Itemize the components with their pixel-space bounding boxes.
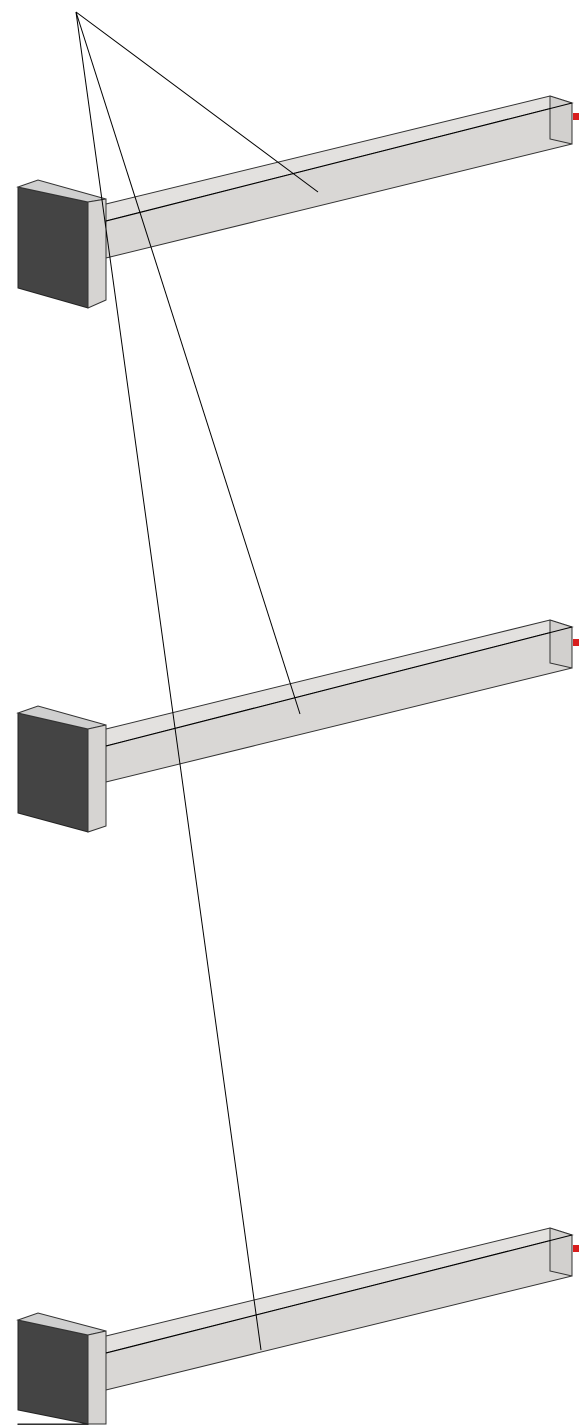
- leader-lines: [75, 11, 319, 1351]
- leader-line-arm-1: [75, 11, 319, 193]
- beam: [105, 95, 574, 259]
- beam-side-face: [105, 102, 573, 259]
- beam-end-face: [549, 619, 573, 669]
- arm-2: [16, 619, 579, 833]
- beam-edge-line: [105, 626, 573, 747]
- plate-side-face: [87, 198, 107, 309]
- beam-side-face: [105, 626, 573, 783]
- arm-3: [16, 1227, 579, 1425]
- beam: [105, 619, 574, 783]
- end-marker: [573, 639, 579, 646]
- beam-end-face: [549, 95, 573, 145]
- beam-edge-line: [105, 1234, 573, 1354]
- plate-front-face: [17, 186, 89, 309]
- leader-line-arm-2: [75, 11, 301, 715]
- mounting-plate: [16, 705, 107, 833]
- end-marker: [573, 1245, 579, 1252]
- plate-front-face-visible: [17, 1319, 89, 1425]
- plate-side-face: [87, 1330, 107, 1425]
- beam-edge-line: [105, 102, 573, 222]
- beam-end-face: [549, 1227, 573, 1277]
- beam-side-face: [105, 1234, 573, 1391]
- mounting-plate: [16, 1312, 107, 1425]
- end-marker: [573, 113, 579, 120]
- plate-side-face: [87, 724, 107, 833]
- arm-1: [16, 95, 579, 309]
- beam: [105, 1227, 574, 1391]
- plate-front-face: [17, 712, 89, 833]
- mounting-plate: [16, 179, 107, 309]
- leader-line-arm-3: [75, 11, 262, 1351]
